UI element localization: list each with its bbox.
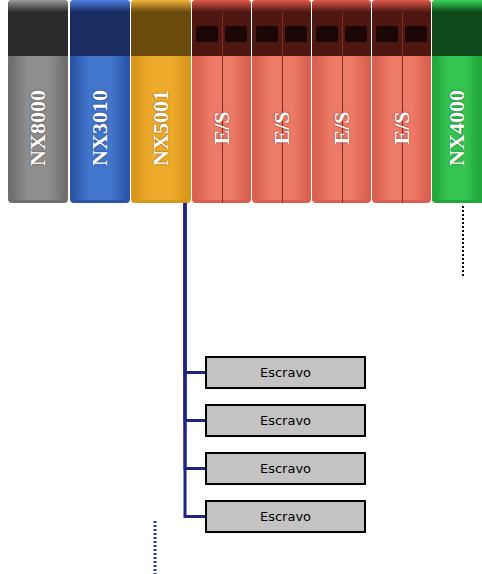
- io-module: E/S: [372, 0, 431, 203]
- io-module: E/S: [192, 0, 251, 203]
- bus-connector: [185, 203, 205, 373]
- slave-box: Escravo: [205, 452, 366, 485]
- module-label-holder: NX3010: [70, 56, 130, 200]
- module-label: E/S: [389, 111, 415, 144]
- module-connector: [372, 0, 431, 12]
- module-connector: [131, 0, 191, 12]
- terminal-slot: [345, 26, 367, 42]
- module-connector: [8, 0, 68, 12]
- cpu-module: NX8000: [8, 0, 68, 203]
- slave-box: Escravo: [205, 404, 366, 437]
- bus-connector: [185, 203, 205, 517]
- module-label-holder: E/S: [372, 56, 431, 200]
- module-label-holder: NX8000: [8, 56, 68, 200]
- module-top: [8, 12, 68, 56]
- slave-label: Escravo: [260, 365, 311, 380]
- power-module: NX3010: [70, 0, 130, 203]
- terminal-slot: [225, 26, 247, 42]
- terminal-slot: [316, 26, 338, 42]
- module-label: NX3010: [87, 90, 113, 166]
- module-label: E/S: [209, 111, 235, 144]
- module-label-holder: NX4000: [432, 56, 482, 200]
- terminal-slot: [376, 26, 398, 42]
- module-label-holder: E/S: [252, 56, 311, 200]
- expansion-module: NX4000: [432, 0, 482, 203]
- module-label: NX4000: [444, 90, 470, 166]
- terminal-slot: [196, 26, 218, 42]
- terminal-slot: [256, 26, 278, 42]
- module-label-holder: E/S: [312, 56, 371, 200]
- module-label: NX5001: [148, 90, 174, 166]
- module-label: E/S: [269, 111, 295, 144]
- fieldbus-module: NX5001: [131, 0, 191, 203]
- slave-label: Escravo: [260, 413, 311, 428]
- slave-label: Escravo: [260, 461, 311, 476]
- module-connector: [252, 0, 311, 12]
- module-connector: [70, 0, 130, 12]
- io-module: E/S: [312, 0, 371, 203]
- module-top: [432, 12, 482, 56]
- slave-box: Escravo: [205, 500, 366, 533]
- module-connector: [432, 0, 482, 12]
- module-label: E/S: [329, 111, 355, 144]
- module-label: NX8000: [25, 90, 51, 166]
- slave-label: Escravo: [260, 509, 311, 524]
- module-top: [70, 12, 130, 56]
- slave-box: Escravo: [205, 356, 366, 389]
- bus-connector: [185, 203, 205, 421]
- io-module: E/S: [252, 0, 311, 203]
- terminal-slot: [285, 26, 307, 42]
- module-connector: [312, 0, 371, 12]
- module-connector: [192, 0, 251, 12]
- bus-continuation: [154, 521, 157, 574]
- terminal-slot: [405, 26, 427, 42]
- module-divider: [222, 12, 223, 203]
- module-divider: [282, 12, 283, 203]
- module-top: [131, 12, 191, 56]
- bus-connector: [185, 203, 205, 469]
- module-divider: [402, 12, 403, 203]
- module-label-holder: NX5001: [131, 56, 191, 200]
- expansion-line: [462, 206, 464, 276]
- module-divider: [342, 12, 343, 203]
- module-label-holder: E/S: [192, 56, 251, 200]
